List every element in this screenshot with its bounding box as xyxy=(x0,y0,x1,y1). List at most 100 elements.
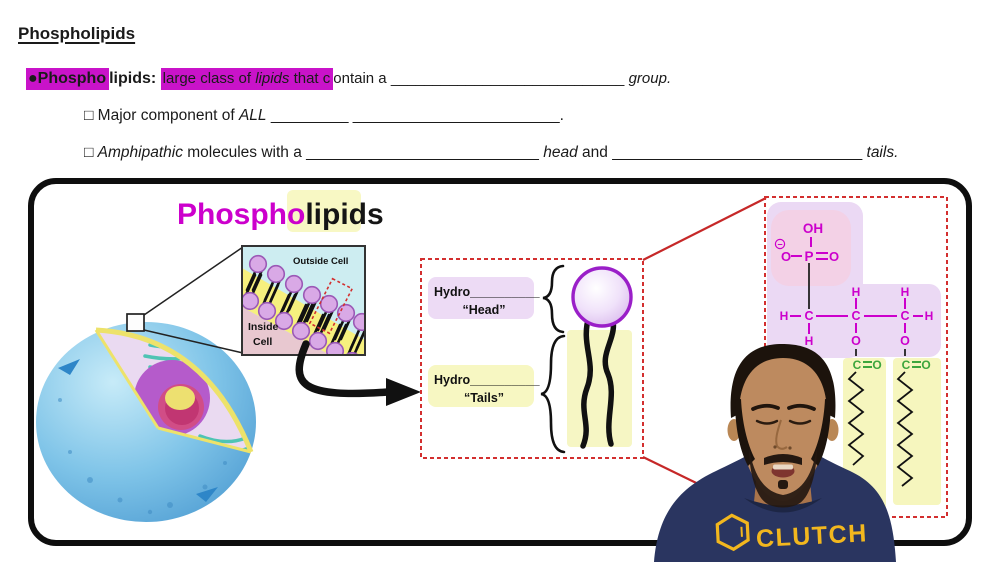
fill-in-blank: ________________________ xyxy=(348,107,560,124)
cell-illustration xyxy=(36,322,256,522)
def-text-group: group. xyxy=(624,70,672,87)
outside-cell-label: Outside Cell xyxy=(293,256,348,267)
teeth xyxy=(773,464,793,470)
inset-dashed-border xyxy=(420,258,644,459)
phospholipid-inset: Hydro__________ “Head” Hydro__________ “… xyxy=(420,258,644,459)
cell-organelles xyxy=(96,340,251,452)
term-rest: lipids xyxy=(109,70,151,87)
atom-h: H xyxy=(852,285,861,299)
cell-speckles xyxy=(58,398,227,515)
nostril xyxy=(773,445,777,449)
square-bullet: □ xyxy=(84,107,98,124)
lipid-head-circle xyxy=(571,266,633,328)
membrane-swoosh xyxy=(196,487,218,502)
callout-square xyxy=(126,313,145,332)
atom-o: O xyxy=(829,249,839,264)
tails-label-bg xyxy=(428,365,534,407)
hair xyxy=(730,344,836,418)
mustache xyxy=(764,454,802,465)
hydrophobic-label: Hydro__________ xyxy=(434,373,541,387)
closed-eye xyxy=(788,419,812,425)
negative-charge-icon xyxy=(774,238,786,250)
tails-brace xyxy=(540,334,566,454)
page-title: Phospholipids xyxy=(18,24,136,43)
shirt-collar xyxy=(744,498,822,513)
soul-patch xyxy=(778,480,788,489)
atom-h: H xyxy=(901,285,910,299)
term-highlighted: ●Phospho xyxy=(26,68,110,90)
square-bullet: □ xyxy=(84,144,98,161)
period: . xyxy=(559,107,564,124)
hydrophilic-label: Hydro__________ xyxy=(434,285,541,299)
tails-word: tails. xyxy=(862,144,899,161)
black-arrow xyxy=(295,340,421,406)
closed-eye xyxy=(755,419,779,425)
zigzag-chain xyxy=(847,371,865,466)
nose xyxy=(775,419,788,450)
head-brace xyxy=(542,264,565,334)
zigzag-chain xyxy=(896,371,914,487)
tails-word-label: “Tails” xyxy=(464,391,504,405)
def-text-a: large class of xyxy=(162,70,256,87)
glycerol-backbone: H C H H C O H C O H xyxy=(780,263,934,348)
nostril xyxy=(788,446,792,450)
amphipathic-word: Amphipathic xyxy=(97,144,183,161)
phosphate-group: − OH O P O xyxy=(774,221,839,264)
atom-o-green: O xyxy=(872,358,881,372)
and-word: and xyxy=(577,144,613,161)
definition-highlight: large class of lipids that c xyxy=(160,68,334,90)
atom-o: O xyxy=(781,249,791,264)
fatty-acid-chains: C O C O xyxy=(847,349,931,487)
zoom-callout xyxy=(126,246,244,354)
atom-h: H xyxy=(780,309,789,323)
title-lipids: lipids xyxy=(305,198,383,231)
molecule-structure: − OH O P O H C H H C xyxy=(764,196,948,518)
instructor-person: CLUTCH xyxy=(654,344,896,562)
sideburn xyxy=(735,399,755,466)
atom-oh: OH xyxy=(803,221,823,236)
board-title: Phospholipids xyxy=(177,190,384,232)
subpoint-membranes: □ Major component of ALL _________ _____… xyxy=(84,107,564,125)
phosphate-pink-glow xyxy=(771,210,851,286)
glycerol-lavender-bg xyxy=(838,284,941,357)
subpoint-amphipathic: □ Amphipathic molecules with a _________… xyxy=(84,144,898,162)
inside-cell-label: Cell xyxy=(253,336,272,348)
nucleolus xyxy=(165,386,195,410)
fatty-tail xyxy=(580,313,593,449)
atom-p: P xyxy=(804,249,813,264)
charge-sign: − xyxy=(777,240,782,250)
term-colon: : xyxy=(150,70,161,87)
eyebrow xyxy=(751,403,780,411)
arrowhead xyxy=(386,378,421,406)
atom-h: H xyxy=(805,334,814,348)
svg-text:Phospholipids: Phospholipids xyxy=(177,198,384,231)
atom-h: H xyxy=(925,309,934,323)
atom-c-green: C xyxy=(853,358,862,372)
atom-c: C xyxy=(900,309,909,323)
fill-in-blank: ____________________________ xyxy=(390,70,625,87)
atom-c-green: C xyxy=(902,358,911,372)
atom-c: C xyxy=(851,309,860,323)
face xyxy=(735,350,832,501)
hexagon-logo-icon xyxy=(715,513,750,552)
subpoint-text: Major component of xyxy=(97,107,239,124)
clutch-logo: CLUTCH xyxy=(715,513,868,553)
sideburn xyxy=(811,399,831,466)
title-phospho: Phospho xyxy=(177,198,305,231)
atom-c: C xyxy=(804,309,813,323)
atom-o: O xyxy=(900,334,910,348)
fill-in-blank: ___________________________ xyxy=(306,144,539,161)
subpoint-all: ALL xyxy=(238,107,267,124)
beard xyxy=(749,447,817,508)
fill-in-blank: _____________________________ xyxy=(612,144,863,161)
subpoint-text: molecules with a xyxy=(182,144,307,161)
clutch-shirt-text: CLUTCH xyxy=(755,519,868,553)
title-yellow-highlight xyxy=(287,190,361,232)
inside-cell-label: Inside xyxy=(248,321,279,333)
tails-yellow-bg xyxy=(567,330,632,447)
head-word: head xyxy=(538,144,578,161)
fatty-tail xyxy=(602,313,617,447)
